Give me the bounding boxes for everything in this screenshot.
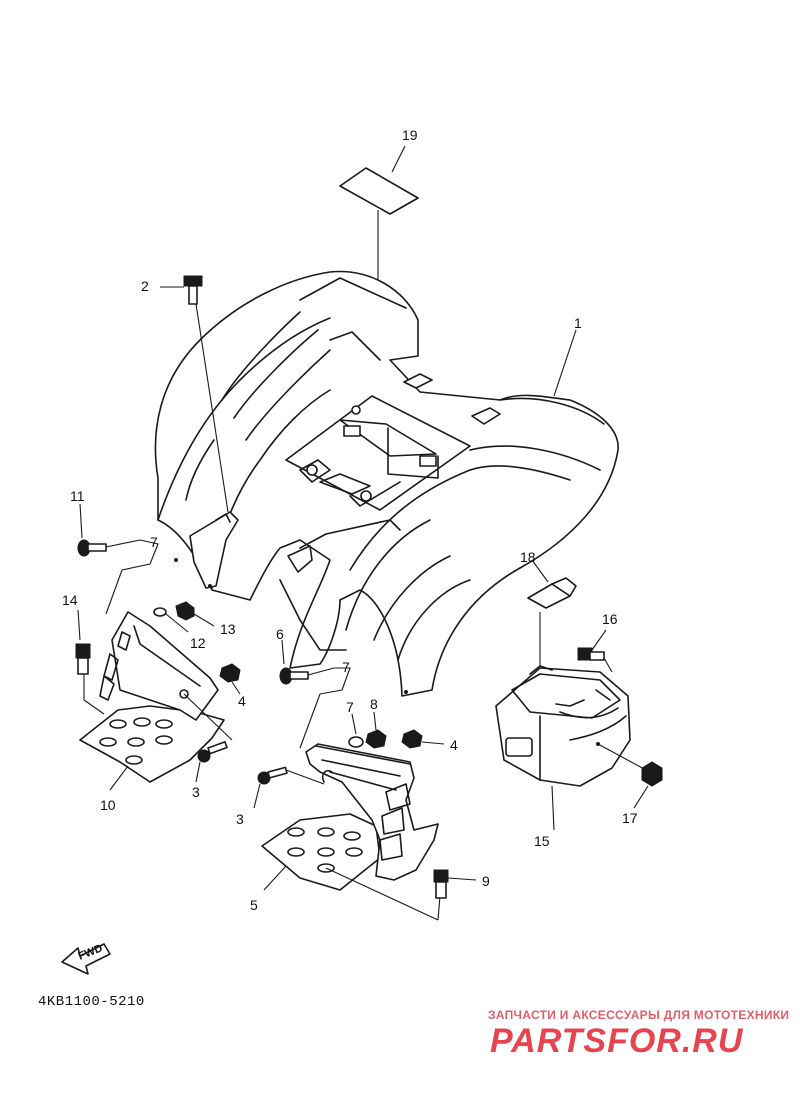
fwd-arrow-icon: FWD <box>61 942 111 975</box>
callout-7-mid: 7 <box>342 659 350 675</box>
callout-4-right: 4 <box>450 737 458 753</box>
callout-17: 17 <box>622 810 638 826</box>
callout-16: 16 <box>602 611 618 627</box>
callout-13: 13 <box>220 621 236 637</box>
callout-14: 14 <box>62 592 78 608</box>
part-7-8-washer-nut <box>348 711 387 749</box>
part-15-storage-box <box>495 612 647 831</box>
callout-3-left: 3 <box>192 784 200 800</box>
part-4-nut-left <box>219 663 241 695</box>
part-2-bolt <box>160 275 229 513</box>
part-3-bolt-right <box>253 766 325 809</box>
callout-5: 5 <box>250 897 258 913</box>
callout-18: 18 <box>520 549 536 565</box>
callout-2: 2 <box>141 278 149 294</box>
callout-7-left: 7 <box>150 534 158 550</box>
callout-9: 9 <box>482 873 490 889</box>
part-3-bolt-left <box>195 741 228 783</box>
diagram-part-code: 4KB1100-5210 <box>38 994 145 1010</box>
callout-19: 19 <box>402 127 418 143</box>
watermark-caption: ЗАПЧАСТИ И АКСЕССУАРЫ ДЛЯ МОТОТЕХНИКИ <box>488 1008 790 1022</box>
callout-6: 6 <box>276 626 284 642</box>
callout-3-right: 3 <box>236 811 244 827</box>
callout-1: 1 <box>574 315 582 331</box>
part-11-bolt <box>77 503 159 615</box>
callout-4-left: 4 <box>238 693 246 709</box>
callout-15: 15 <box>534 833 550 849</box>
part-12-13-washer-nut <box>153 601 215 633</box>
callout-12: 12 <box>190 635 206 651</box>
part-5-right-footrest <box>261 743 441 921</box>
part-18-clip <box>527 559 577 609</box>
part-9-bolt <box>433 869 477 899</box>
callout-7-right: 7 <box>346 699 354 715</box>
callout-8: 8 <box>370 696 378 712</box>
part-1-rear-fender <box>154 270 619 697</box>
callout-11: 11 <box>70 488 85 504</box>
part-17-nut <box>633 761 663 809</box>
part-4-nut-right <box>401 729 445 749</box>
part-6-bolt <box>279 639 351 749</box>
watermark-brand: PARTSFOR.RU <box>490 1022 744 1060</box>
part-14-bolt <box>75 609 105 715</box>
callout-10: 10 <box>100 797 116 813</box>
part-16-bolt <box>577 629 613 673</box>
part-10-left-footrest <box>79 611 233 791</box>
